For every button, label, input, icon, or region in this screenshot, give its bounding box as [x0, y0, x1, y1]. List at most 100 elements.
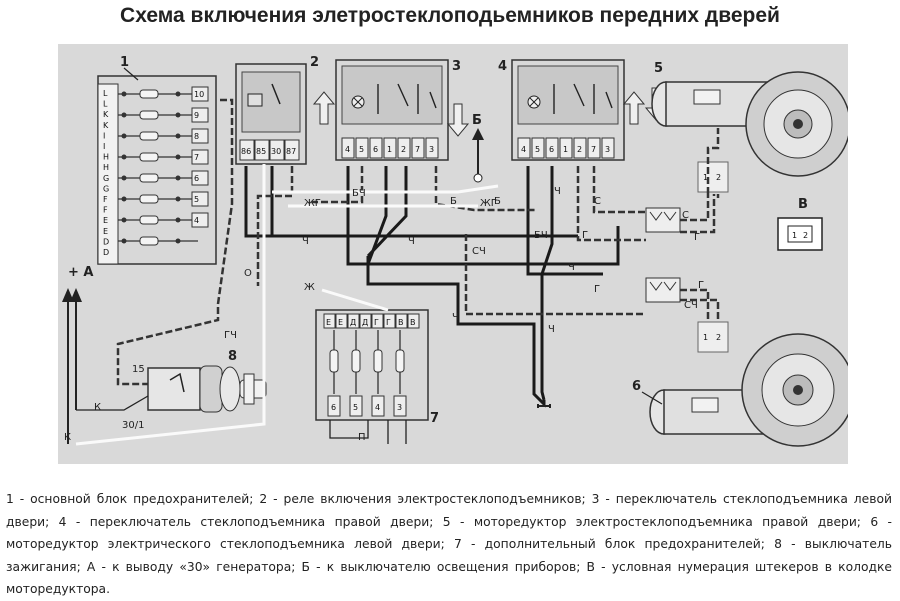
aux-fuse-pin-label: Г: [386, 318, 391, 327]
svg-text:СЧ: СЧ: [472, 246, 486, 257]
fuse-number: 5: [194, 195, 199, 204]
fuse: [351, 349, 361, 373]
aux-fuse-pin-number: 4: [375, 403, 380, 412]
fuse-pin-label: D: [103, 248, 109, 257]
switch-pin-label: 6: [373, 145, 378, 154]
switch-pin-label: 1: [387, 145, 392, 154]
svg-text:К: К: [64, 432, 71, 443]
fuse: [329, 349, 339, 373]
svg-text:2: 2: [716, 173, 721, 182]
fuse: [139, 131, 159, 141]
switch-pin-label: 3: [429, 145, 434, 154]
relay-pin-label: 87: [286, 147, 296, 156]
down-arrow-icon: [446, 103, 470, 137]
svg-text:БЧ: БЧ: [534, 230, 548, 241]
connector-v-label: В: [798, 197, 808, 212]
svg-text:Б: Б: [450, 196, 457, 207]
fuse-number: 9: [194, 111, 199, 120]
svg-text:Ч: Ч: [452, 312, 459, 323]
up-arrow-icon: [622, 91, 646, 125]
fuse: [139, 110, 159, 120]
fuse: [395, 349, 405, 373]
svg-text:2: 2: [716, 333, 721, 342]
svg-text:Г: Г: [582, 230, 588, 241]
component-number-6: 6: [632, 379, 641, 394]
fuse: [139, 236, 159, 246]
fuse-pin-label: I: [103, 142, 105, 151]
svg-text:Ч: Ч: [554, 186, 561, 197]
fuse-number: 4: [194, 216, 199, 225]
svg-text:Г: Г: [698, 280, 704, 291]
svg-text:К: К: [94, 402, 101, 413]
fuse: [139, 194, 159, 204]
fuse-pin-label: D: [103, 237, 109, 246]
aux-fuse-pin-number: 3: [397, 403, 402, 412]
fuse-pin-label: G: [103, 184, 109, 193]
switch-pin-label: 2: [401, 145, 406, 154]
switch-pin-label: 2: [577, 145, 582, 154]
fuse-pin-label: L: [103, 100, 108, 109]
component-number-8: 8: [228, 349, 237, 364]
diagram-title: Схема включения элетростеклоподьемников …: [120, 4, 780, 27]
aux-fuse-pin-label: Г: [374, 318, 379, 327]
component-number-4: 4: [498, 59, 507, 74]
fuse: [139, 152, 159, 162]
ignition-pin-15: 15: [132, 364, 145, 375]
junction-connector-upper: [645, 207, 681, 233]
left-door-motor: [649, 333, 848, 447]
switch-pin-label: 7: [415, 145, 420, 154]
point-a-label: + А: [68, 265, 93, 280]
component-number-3: 3: [452, 59, 461, 74]
fuse: [139, 173, 159, 183]
wire-labels: ЖГ Ч Ч Б Б БЧ БЧ ЖГ Ч СЧ С Г Ч С Г Г СЧ …: [64, 186, 704, 443]
fuse-number: 6: [194, 174, 199, 183]
fuse-number: 10: [194, 90, 204, 99]
switch-pin-label: 4: [521, 145, 526, 154]
svg-text:О: О: [244, 268, 252, 279]
switch-pin-label: 4: [345, 145, 350, 154]
fuse-pin-label: H: [103, 163, 109, 172]
svg-text:1: 1: [703, 173, 708, 182]
fuse-pin-label: F: [103, 206, 108, 215]
fuse-pin-label: E: [103, 227, 108, 236]
aux-fuse-pin-label: В: [398, 318, 404, 327]
fuse: [139, 89, 159, 99]
fuse-number: 7: [194, 153, 199, 162]
svg-text:1: 1: [703, 333, 708, 342]
motor-5-connector: [697, 161, 729, 193]
aux-fuse-pin-label: Д: [362, 318, 368, 327]
connector-v: [777, 217, 823, 251]
svg-text:Б: Б: [494, 196, 501, 207]
svg-text:Ч: Ч: [548, 324, 555, 335]
aux-fuse-pin-number: 5: [353, 403, 358, 412]
ignition-switch: [147, 365, 267, 413]
relay-pin-label: 86: [241, 147, 251, 156]
switch-pin-label: 3: [605, 145, 610, 154]
component-number-7: 7: [430, 411, 439, 426]
fuse-pin-label: K: [103, 110, 109, 119]
relay-pin-label: 85: [256, 147, 266, 156]
ignition-pin-30-1: 30/1: [122, 420, 144, 431]
component-number-1: 1: [120, 55, 129, 70]
switch-pin-label: 6: [549, 145, 554, 154]
svg-text:С: С: [682, 210, 689, 221]
switch-pin-label: 1: [563, 145, 568, 154]
component-number-5: 5: [654, 61, 663, 76]
fuse-pin-label: E: [103, 216, 108, 225]
component-number-2: 2: [310, 55, 319, 70]
switch-pin-label: 7: [591, 145, 596, 154]
svg-text:Ч: Ч: [302, 236, 309, 247]
switch-pin-label: 5: [535, 145, 540, 154]
point-b-label: Б: [472, 113, 482, 128]
svg-text:П: П: [358, 432, 366, 443]
svg-text:Г: Г: [594, 284, 600, 295]
up-arrow-icon: [312, 91, 336, 125]
fuse-pin-label: K: [103, 121, 109, 130]
aux-fuse-pin-number: 6: [331, 403, 336, 412]
aux-fuse-pin-label: Д: [350, 318, 356, 327]
fuse-number: 8: [194, 132, 199, 141]
svg-text:ГЧ: ГЧ: [224, 330, 237, 341]
